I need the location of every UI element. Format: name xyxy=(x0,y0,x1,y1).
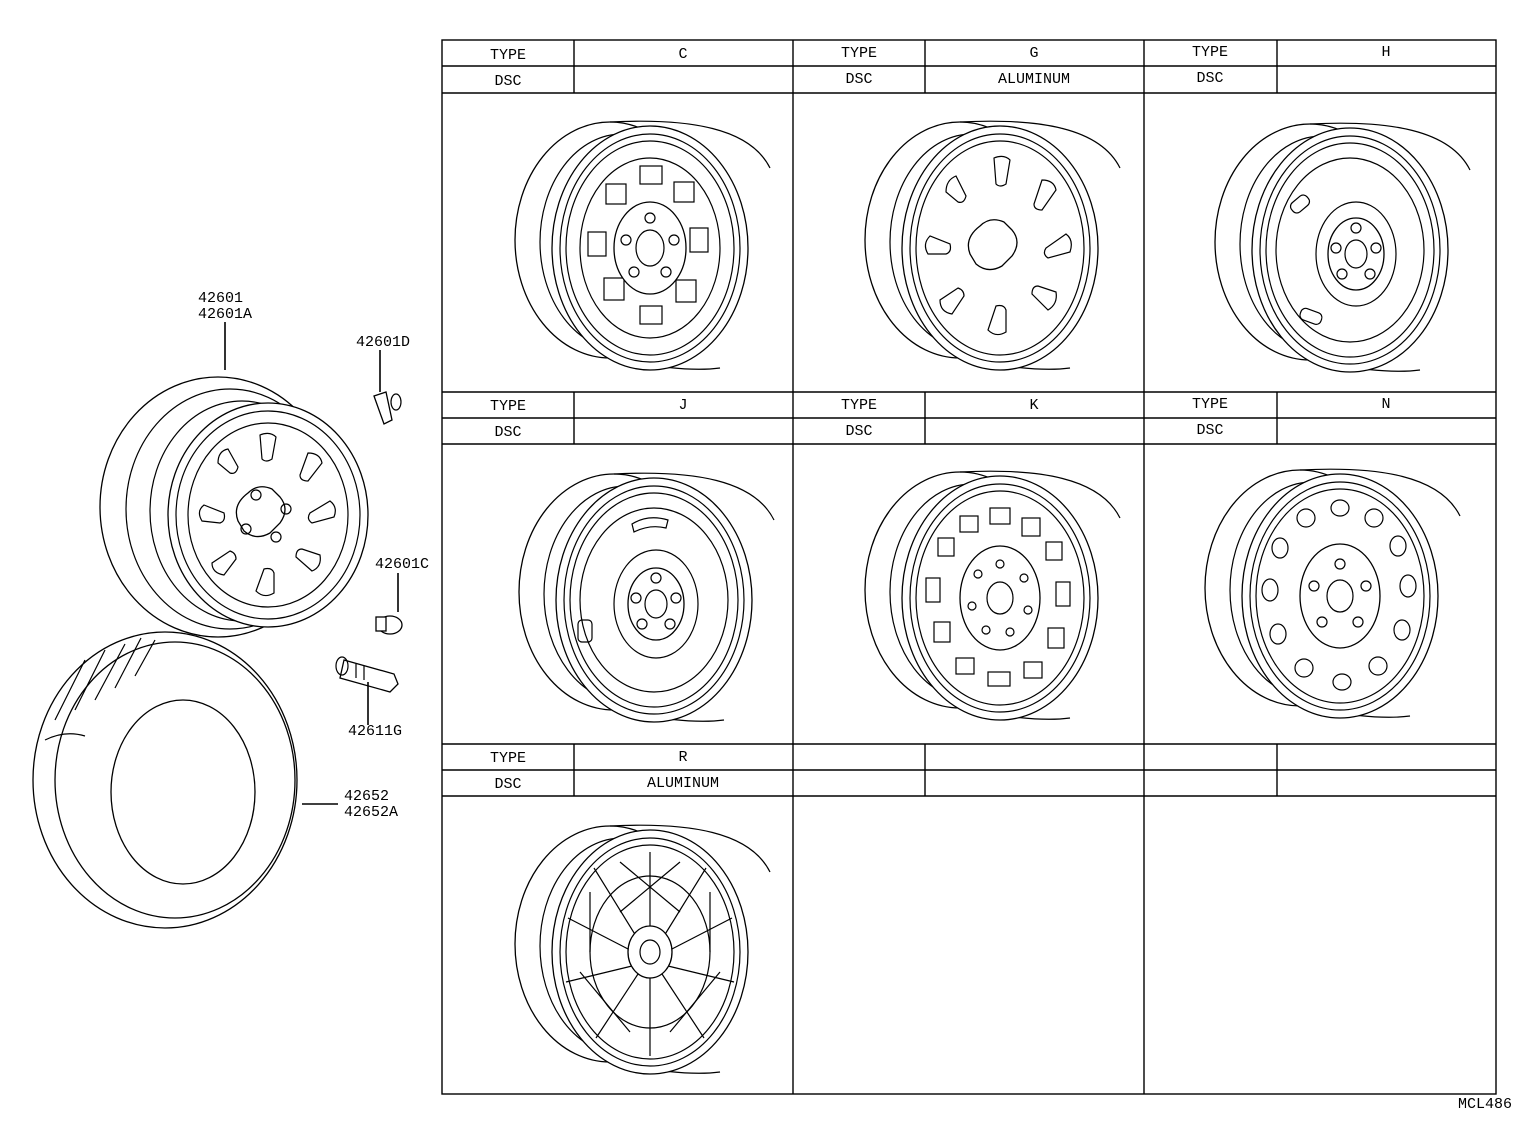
dsc-label: DSC xyxy=(845,423,872,440)
drawing-code: MCL486 xyxy=(1458,1096,1512,1113)
wheel-icon xyxy=(864,120,1121,371)
dsc-label: DSC xyxy=(494,776,521,793)
wheel-cap-icon xyxy=(373,391,402,425)
wheel-icon xyxy=(518,472,775,723)
wheel-icon xyxy=(514,120,771,371)
type-label: TYPE xyxy=(841,45,877,62)
wheel-icon xyxy=(864,470,1121,721)
valve-stem-icon xyxy=(335,656,399,693)
wheel-cap-icon xyxy=(375,615,403,635)
type-label: TYPE xyxy=(1192,396,1228,413)
type-value: H xyxy=(1381,44,1390,61)
dsc-label: DSC xyxy=(845,71,872,88)
wheel-type-table: TYPE DSC C TYPE DSC G ALUMINUM TYPE DSC … xyxy=(441,39,1497,1095)
part-number-valve: 42611G xyxy=(348,723,402,740)
dsc-label: DSC xyxy=(494,424,521,441)
dsc-label: DSC xyxy=(1196,422,1223,439)
wheel-icon xyxy=(1214,122,1471,373)
part-number-cap-c: 42601C xyxy=(375,556,429,573)
type-value: N xyxy=(1381,396,1390,413)
type-label: TYPE xyxy=(841,397,877,414)
part-number-cap-d: 42601D xyxy=(356,334,410,351)
part-number-tire: 42652 xyxy=(344,788,389,805)
part-number-wheel-alt: 42601A xyxy=(198,306,252,323)
dsc-label: DSC xyxy=(1196,70,1223,87)
type-value: K xyxy=(1029,397,1038,414)
type-label: TYPE xyxy=(490,47,526,64)
wheel-assembly-drawing: 42601 42601A 42601D 42601C 42611G 42652 … xyxy=(32,290,429,929)
part-number-wheel: 42601 xyxy=(198,290,243,307)
wheel-icon xyxy=(514,824,771,1075)
wheel-icon xyxy=(99,376,369,638)
type-value: R xyxy=(678,749,687,766)
type-value: J xyxy=(678,397,687,414)
dsc-label: DSC xyxy=(494,73,521,90)
wheel-icon xyxy=(1204,468,1461,719)
type-label: TYPE xyxy=(490,398,526,415)
type-value: C xyxy=(678,46,687,63)
dsc-value: ALUMINUM xyxy=(998,71,1070,88)
type-label: TYPE xyxy=(490,750,526,767)
type-value: G xyxy=(1029,45,1038,62)
dsc-value: ALUMINUM xyxy=(647,775,719,792)
tire-icon xyxy=(32,631,298,929)
type-label: TYPE xyxy=(1192,44,1228,61)
part-number-tire-alt: 42652A xyxy=(344,804,398,821)
